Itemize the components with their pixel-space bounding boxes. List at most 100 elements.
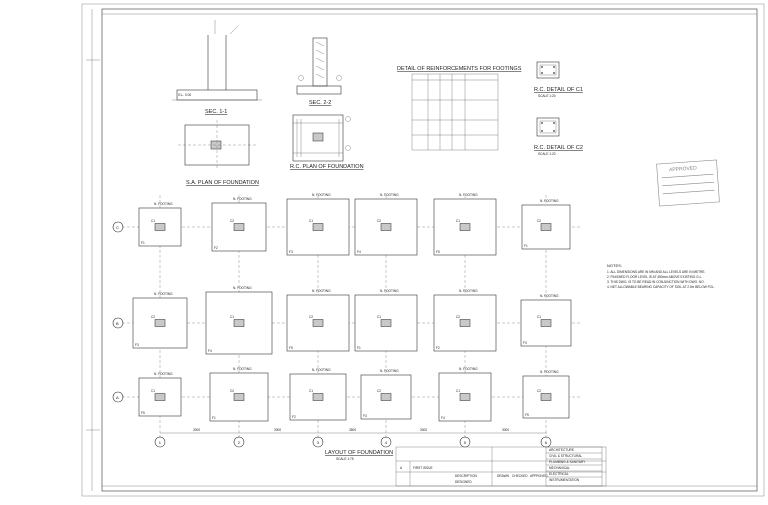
column-label: C2 xyxy=(230,389,234,393)
footing-label: F1 xyxy=(524,244,528,248)
footing-label: F5 xyxy=(436,250,440,254)
outer-border xyxy=(81,3,765,497)
tb-row: ELECTRICAL xyxy=(549,472,569,476)
level-label: N. FOOTING xyxy=(233,367,252,371)
tb-rev: A xyxy=(400,466,403,470)
plan-title: S.A. PLAN OF FOUNDATION xyxy=(186,180,259,186)
level-label: N. FOOTING xyxy=(312,193,331,197)
tb-approved: APPROVED xyxy=(530,474,548,478)
tb-row: ARCHITECTURE xyxy=(549,448,574,452)
footing-label: F5 xyxy=(141,411,145,415)
detail-title: R.C. DETAIL OF C2 xyxy=(534,145,583,151)
level-label: N. FOOTING xyxy=(233,286,252,290)
column xyxy=(154,223,166,231)
footing-label: F2 xyxy=(214,246,218,250)
column-label: C2 xyxy=(537,219,541,223)
bottom-dimension: 3000 3000 3500 3000 3000 xyxy=(160,428,547,434)
column xyxy=(540,223,552,231)
column-label: C1 xyxy=(151,389,155,393)
svg-text:G.L. 0.00: G.L. 0.00 xyxy=(178,93,191,97)
grid-label-col: 6 xyxy=(545,440,548,445)
level-label: N. FOOTING xyxy=(459,367,478,371)
column xyxy=(459,223,471,231)
level-label: N. FOOTING xyxy=(154,202,173,206)
detail-scale: SCALE 1:20 xyxy=(538,94,556,98)
note-item: 2. FINISHED FLOOR LEVEL IS AT 450mm ABOV… xyxy=(607,275,702,279)
layout-title: LAYOUT OF FOUNDATION xyxy=(325,450,393,456)
column-label: C1 xyxy=(456,219,460,223)
level-label: N. FOOTING xyxy=(380,193,399,197)
stamp-text: APPROVED xyxy=(669,165,698,173)
rc-detail-c1: R.C. DETAIL OF C1 SCALE 1:20 xyxy=(534,61,583,98)
footing-label: F5 xyxy=(289,346,293,350)
grid-lines xyxy=(122,195,580,440)
grid-bubble-row xyxy=(112,391,124,403)
column xyxy=(459,319,471,327)
tb-description: DESCRIPTION xyxy=(455,474,477,478)
tb-first-issue: FIRST ISSUE xyxy=(413,466,433,470)
column-label: C1 xyxy=(309,389,313,393)
title-block: A FIRST ISSUE DESCRIPTION DRAWN CHECKED … xyxy=(395,446,607,487)
level-label: N. FOOTING xyxy=(154,372,173,376)
detail-title: R.C. DETAIL OF C1 xyxy=(534,87,583,93)
layout-scale: SCALE 1:75 xyxy=(336,457,354,461)
rc-detail-c2: R.C. DETAIL OF C2 SCALE 1:20 xyxy=(534,117,583,156)
tb-checked: CHECKED xyxy=(512,474,528,478)
column-label: C2 xyxy=(151,315,155,319)
level-label: N. FOOTING xyxy=(540,370,559,374)
dim-label: 3000 xyxy=(193,428,200,432)
grid-label-row: A xyxy=(116,395,119,400)
column xyxy=(312,319,324,327)
note-item: 3. THIS DWG. IS TO BE READ IN CONJUNCTIO… xyxy=(607,280,705,284)
approval-stamp: APPROVED xyxy=(656,159,720,207)
tb-row: PLUMBING & SANITARY xyxy=(549,460,586,464)
grid-bubble-col xyxy=(380,436,392,448)
level-label: N. FOOTING xyxy=(154,292,173,296)
column-label: C1 xyxy=(309,219,313,223)
column-label: C1 xyxy=(230,315,234,319)
grid-bubble-row xyxy=(112,317,124,329)
grid-label-col: 4 xyxy=(385,440,388,445)
tb-row: CIVIL & STRUCTURAL xyxy=(549,454,582,458)
level-label: N. FOOTING xyxy=(312,368,331,372)
footing-label: F2 xyxy=(292,415,296,419)
grid-bubble-row xyxy=(112,221,124,233)
tb-drawn: DRAWN xyxy=(497,474,510,478)
footing-label: F3 xyxy=(363,414,367,418)
footing-label: F5 xyxy=(525,413,529,417)
section-title: SEC. 2-2 xyxy=(309,100,331,106)
level-label: N. FOOTING xyxy=(233,197,252,201)
level-label: N. FOOTING xyxy=(380,289,399,293)
level-label: N. FOOTING xyxy=(459,289,478,293)
tb-designed: DESIGNED xyxy=(455,480,472,484)
footing-label: F1 xyxy=(141,241,145,245)
column-label: C2 xyxy=(377,219,381,223)
column-label: C1 xyxy=(537,315,541,319)
grid-label-row: C xyxy=(116,225,119,230)
section-2-2: SEC. 2-2 xyxy=(296,37,342,106)
level-label: N. FOOTING xyxy=(312,289,331,293)
column xyxy=(380,223,392,231)
column xyxy=(312,393,324,401)
rc-plan: R.C. PLAN OF FOUNDATION xyxy=(290,114,364,170)
dim-label: 3000 xyxy=(502,428,509,432)
level-label: N. FOOTING xyxy=(380,369,399,373)
footing-label: F4 xyxy=(208,349,212,353)
column xyxy=(540,393,552,401)
grid-label-col: 3 xyxy=(317,440,320,445)
grid-bubble-col xyxy=(233,436,245,448)
column xyxy=(380,393,392,401)
column xyxy=(380,319,392,327)
level-label: N. FOOTING xyxy=(540,294,559,298)
footing-label: F3 xyxy=(289,250,293,254)
column-label: C2 xyxy=(456,315,460,319)
detail-scale: SCALE 1:20 xyxy=(538,152,556,156)
notes: NOTES: 1. ALL DIMENSIONS ARE IN MM AND A… xyxy=(607,263,715,289)
grid-label-row: B xyxy=(116,321,119,326)
grid-bubble-col xyxy=(154,436,166,448)
column xyxy=(154,319,166,327)
